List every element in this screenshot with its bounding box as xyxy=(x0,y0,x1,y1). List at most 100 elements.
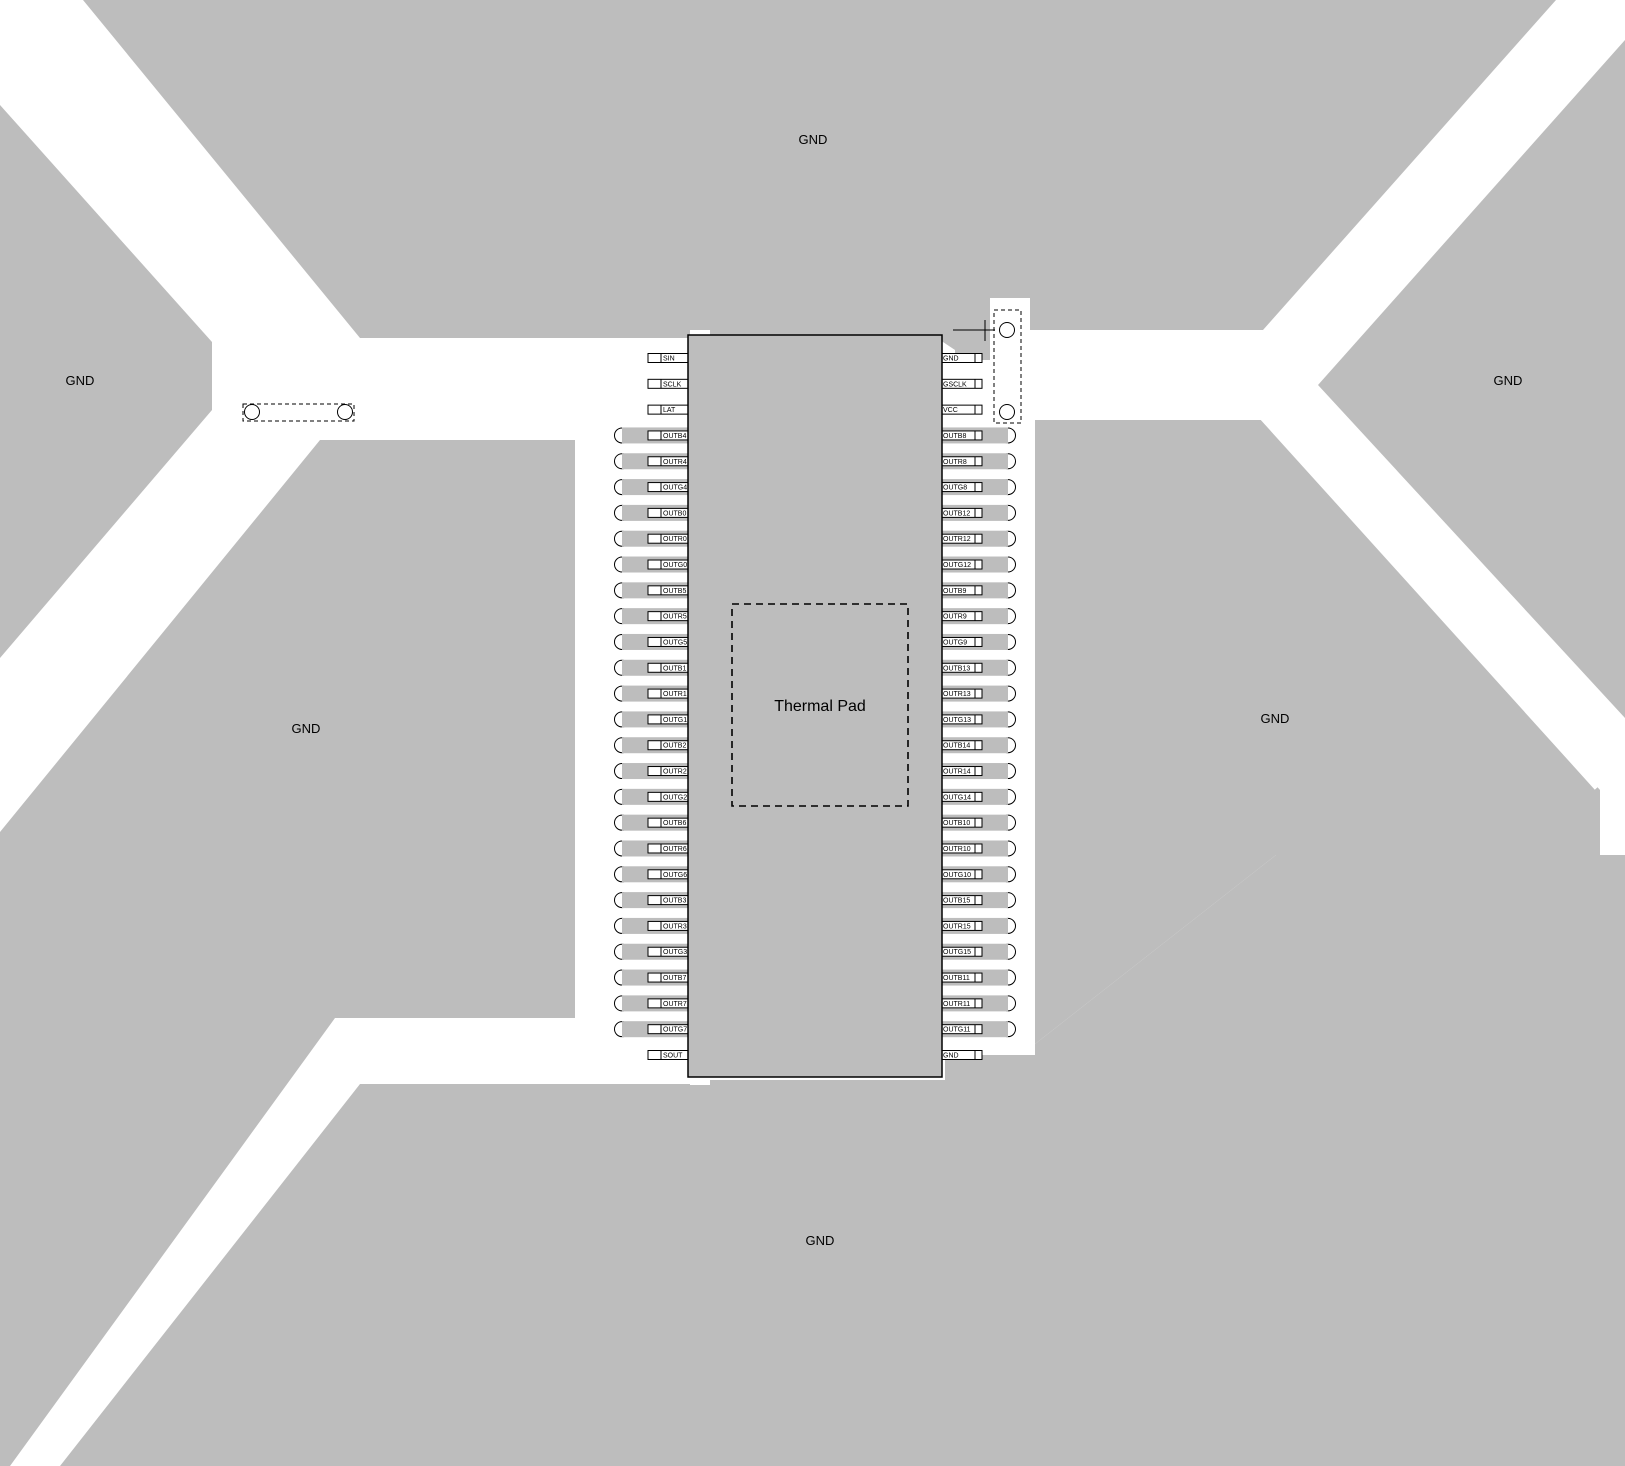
left-pin-outg1: OUTG1 xyxy=(622,711,689,728)
right-pin-outg10: OUTG10 xyxy=(941,866,1008,883)
left-pin-outg3: OUTG3 xyxy=(622,943,689,960)
left-pin-outr6: OUTR6 xyxy=(622,840,689,857)
vcc-jumper-via-top xyxy=(999,322,1015,338)
right-pin-outg8: OUTG8 xyxy=(941,479,1008,496)
left-pin-label: OUTB5 xyxy=(663,588,686,595)
right-pin-label: OUTG9 xyxy=(943,639,967,646)
right-pin-outb10: OUTB10 xyxy=(941,814,1008,831)
lat-jumper-via-left xyxy=(244,404,260,420)
right-pin-label: OUTR14 xyxy=(943,769,971,776)
left-pin-label: OUTG4 xyxy=(663,485,687,492)
left-pin-label: OUTR2 xyxy=(663,769,687,776)
left-pin-label: OUTG3 xyxy=(663,949,687,956)
left-pin-outr5: OUTR5 xyxy=(622,608,689,625)
left-pin-outg7: OUTG7 xyxy=(622,1021,689,1038)
left-pin-outr7: OUTR7 xyxy=(622,995,689,1012)
right-pin-label: OUTB15 xyxy=(943,898,970,905)
left-pin-label: OUTB3 xyxy=(663,898,686,905)
left-pin-label: OUTG7 xyxy=(663,1027,687,1034)
left-pin-outb0: OUTB0 xyxy=(622,504,689,521)
gnd-pour-right xyxy=(1318,40,1625,718)
left-pin-label: OUTG2 xyxy=(663,794,687,801)
left-pin-sout: SOUT xyxy=(647,1050,689,1060)
left-pin-label: OUTG0 xyxy=(663,562,687,569)
trace-vcc xyxy=(960,405,1606,790)
right-pin-outg9: OUTG9 xyxy=(941,633,1008,650)
right-pin-label: GND xyxy=(943,1053,959,1060)
left-pin-label: OUTG6 xyxy=(663,872,687,879)
gnd-pour-left-inner xyxy=(0,440,575,1466)
right-pin-gsclk: GSCLK xyxy=(941,378,983,389)
right-pin-label: OUTB10 xyxy=(943,820,970,827)
thermal-pad-outline xyxy=(731,603,909,807)
right-pin-outg11: OUTG11 xyxy=(941,1021,1008,1038)
right-pin-label: OUTB13 xyxy=(943,665,970,672)
left-pin-label: OUTR4 xyxy=(663,459,687,466)
left-pin-outr4: OUTR4 xyxy=(622,453,689,470)
right-pin-label: OUTR12 xyxy=(943,536,971,543)
right-pin-outb9: OUTB9 xyxy=(941,582,1008,599)
right-pin-label: OUTG13 xyxy=(943,717,971,724)
right-pin-outg13: OUTG13 xyxy=(941,711,1008,728)
right-pin-label: OUTG8 xyxy=(943,485,967,492)
trace-sclk-left-diagonal xyxy=(4,64,266,358)
right-pin-outb8: OUTB8 xyxy=(941,427,1008,444)
left-pin-outr2: OUTR2 xyxy=(622,763,689,780)
right-pin-outr8: OUTR8 xyxy=(941,453,1008,470)
right-pin-outr11: OUTR11 xyxy=(941,995,1008,1012)
left-pin-outb7: OUTB7 xyxy=(622,969,689,986)
left-pin-label: OUTB6 xyxy=(663,820,686,827)
left-pin-outg5: OUTG5 xyxy=(622,633,689,650)
right-pin-label: GSCLK xyxy=(943,381,967,388)
right-pin-outb12: OUTB12 xyxy=(941,504,1008,521)
gnd-pour-right-inner xyxy=(1035,420,1600,1044)
left-pin-label: SCLK xyxy=(663,381,682,388)
right-pin-outb14: OUTB14 xyxy=(941,737,1008,754)
right-pin-outr10: OUTR10 xyxy=(941,840,1008,857)
trace-sout-diagonal xyxy=(32,1049,353,1466)
gnd-pour-top xyxy=(83,0,1556,360)
left-pin-sclk: SCLK xyxy=(647,378,689,389)
gnd-label: GND xyxy=(1261,711,1290,726)
left-pin-label: OUTR1 xyxy=(663,691,687,698)
left-pin-label: OUTB4 xyxy=(663,433,686,440)
left-pin-label: OUTB0 xyxy=(663,510,686,517)
lat-jumper-via-right xyxy=(337,404,353,420)
right-pin-outb15: OUTB15 xyxy=(941,892,1008,909)
right-pin-outg12: OUTG12 xyxy=(941,556,1008,573)
right-pin-label: VCC xyxy=(943,407,958,414)
left-pin-label: OUTR7 xyxy=(663,1001,687,1008)
trace-gsclk xyxy=(960,17,1596,393)
lat-jumper-outline xyxy=(242,403,355,422)
gnd-pour-bottom xyxy=(60,855,1625,1466)
right-pin-outr14: OUTR14 xyxy=(941,763,1008,780)
right-pin-outg15: OUTG15 xyxy=(941,943,1008,960)
gnd-label: GND xyxy=(66,373,95,388)
right-pin-label: OUTR9 xyxy=(943,614,967,621)
right-pin-label: OUTG15 xyxy=(943,949,971,956)
right-pin-outr12: OUTR12 xyxy=(941,530,1008,547)
gnd-label: GND xyxy=(292,721,321,736)
right-pin-label: OUTR15 xyxy=(943,923,971,930)
left-pin-outb6: OUTB6 xyxy=(622,814,689,831)
left-pin-label: SOUT xyxy=(663,1053,683,1060)
right-pin-label: OUTB11 xyxy=(943,975,970,982)
right-pin-label: GND xyxy=(943,356,959,363)
left-pin-label: OUTB7 xyxy=(663,975,686,982)
right-pin-label: OUTR13 xyxy=(943,691,971,698)
left-pin-lat: LAT xyxy=(647,404,689,415)
gnd-label: GND xyxy=(806,1233,835,1248)
thermal-pad-label: Thermal Pad xyxy=(774,698,866,715)
trace-sin-left-diagonal xyxy=(56,56,334,364)
right-pin-label: OUTB12 xyxy=(943,510,970,517)
right-pin-outr15: OUTR15 xyxy=(941,917,1008,934)
left-pin-label: SIN xyxy=(663,356,675,363)
gnd-pour-left xyxy=(0,105,212,658)
left-pin-outr1: OUTR1 xyxy=(622,685,689,702)
right-pin-outb13: OUTB13 xyxy=(941,659,1008,676)
right-pin-label: OUTG14 xyxy=(943,794,971,801)
right-pin-label: OUTR11 xyxy=(943,1001,970,1008)
left-pin-outg2: OUTG2 xyxy=(622,788,689,805)
